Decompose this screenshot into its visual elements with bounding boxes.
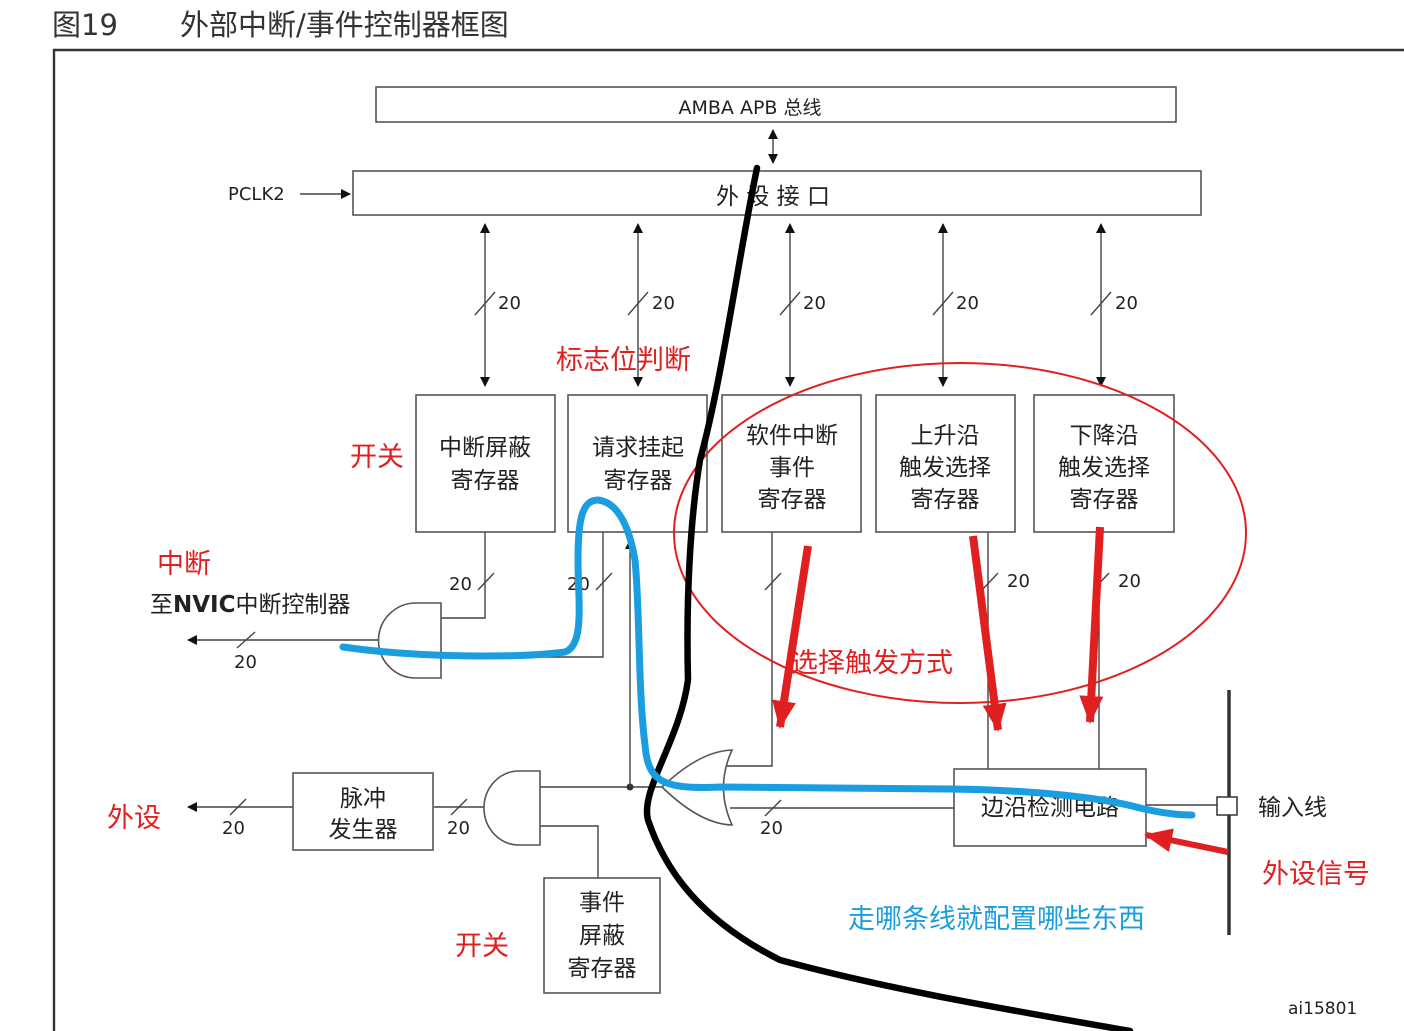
falling-trigger-register [1033, 394, 1175, 533]
swier-line2: 事件 [769, 455, 815, 481]
bus-width-peripheral: 20 [222, 818, 245, 839]
bus-width-and-out: 20 [447, 818, 470, 839]
interrupt-path-stroke [339, 496, 1196, 819]
register-buses [474, 223, 1112, 387]
trigger-select-ellipse [673, 362, 1247, 704]
edge-detection-circuit [953, 768, 1147, 847]
software-interrupt-event-register [721, 394, 862, 533]
pending-line2: 寄存器 [604, 468, 673, 494]
amba-bus-block [375, 86, 1177, 123]
peripheral-interface-block [352, 170, 1202, 216]
swier-line1: 软件中断 [746, 423, 838, 449]
figure-frame [52, 48, 1404, 1031]
falling-line3: 寄存器 [1070, 487, 1139, 513]
event-mask-line1: 事件 [579, 890, 625, 916]
pulse-generator [292, 772, 434, 851]
figure-ref-id: ai15801 [1288, 999, 1357, 1019]
figure-number: 图19 [52, 8, 118, 42]
figure-caption: 图19 外部中断/事件控制器框图 [52, 2, 509, 44]
bus-width-swier: 20 [803, 293, 826, 314]
swier-line3: 寄存器 [758, 487, 827, 513]
input-line-label: 输入线 [1258, 795, 1327, 821]
peripheral-annotation: 外设 [107, 803, 161, 834]
bus-width-pending: 20 [652, 293, 675, 314]
flag-check-annotation: 标志位判断 [556, 345, 691, 376]
switch-annotation-2: 开关 [455, 931, 509, 962]
interrupt-annotation: 中断 [157, 549, 211, 580]
interrupt-and-gate [377, 602, 442, 679]
bus-width-mask: 20 [498, 293, 521, 314]
input-pin [1216, 796, 1238, 816]
peripheral-interface-label: 外 设 接 口 [716, 184, 830, 210]
switch-annotation-1: 开关 [350, 442, 404, 473]
rising-line1: 上升沿 [911, 423, 980, 449]
interrupt-mask-line2: 寄存器 [451, 468, 520, 494]
bus-width-rising-out: 20 [1007, 571, 1030, 592]
pending-register [567, 394, 708, 533]
pulse-gen-line2: 发生器 [329, 817, 398, 843]
red-arrows [772, 526, 1229, 855]
rising-line3: 寄存器 [911, 487, 980, 513]
peripheral-signal-annotation: 外设信号 [1262, 859, 1370, 890]
figure-title: 外部中断/事件控制器框图 [180, 8, 509, 42]
event-and-gate [483, 770, 541, 846]
event-path-stroke [643, 164, 1134, 1031]
event-mask-line3: 寄存器 [568, 956, 637, 982]
interrupt-mask-line1: 中断屏蔽 [439, 435, 531, 461]
pclk2-label: PCLK2 [228, 184, 285, 205]
event-mask-register [543, 877, 661, 994]
bus-width-mask-out: 20 [449, 574, 472, 595]
bus-width-falling-out: 20 [1118, 571, 1141, 592]
falling-line2: 触发选择 [1058, 455, 1150, 481]
pulse-gen-line1: 脉冲 [340, 786, 386, 812]
amba-bus-label: AMBA APB 总线 [679, 97, 822, 119]
nvic-label: 至NVIC中断控制器 [150, 592, 351, 618]
bus-width-rising: 20 [956, 293, 979, 314]
bus-width-edge: 20 [760, 818, 783, 839]
bus-width-nvic: 20 [234, 652, 257, 673]
pending-line1: 请求挂起 [592, 435, 684, 461]
rising-line2: 触发选择 [899, 455, 991, 481]
interrupt-mask-register [415, 394, 556, 533]
falling-line1: 下降沿 [1070, 423, 1139, 449]
route-note-annotation: 走哪条线就配置哪些东西 [848, 904, 1145, 935]
rising-trigger-register [875, 394, 1016, 533]
select-trigger-annotation: 选择触发方式 [791, 648, 953, 679]
bus-width-falling: 20 [1115, 293, 1138, 314]
event-mask-line2: 屏蔽 [579, 923, 625, 949]
